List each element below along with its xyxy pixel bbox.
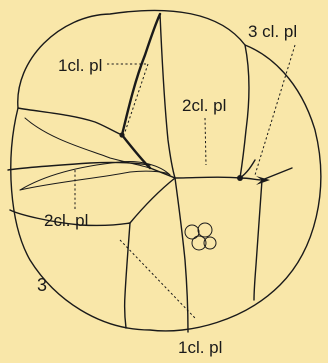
lens-lower bbox=[20, 171, 170, 190]
lower-center-vertical bbox=[175, 178, 188, 332]
right-vertical bbox=[254, 180, 262, 300]
leader-top-left-2 bbox=[125, 64, 148, 132]
central-division bbox=[122, 14, 160, 135]
center-vertical-top bbox=[160, 14, 175, 178]
junction-node bbox=[119, 132, 124, 137]
label-left-middle: 2cl. pl bbox=[44, 211, 88, 230]
junction-node bbox=[237, 175, 243, 181]
lower-left-vertical bbox=[125, 223, 130, 328]
label-top-left: 1cl. pl bbox=[58, 56, 102, 75]
lower-cross bbox=[130, 178, 175, 223]
right-spur bbox=[262, 168, 292, 180]
left-cell-top bbox=[25, 118, 150, 168]
label-right-middle: 2cl. pl bbox=[182, 96, 226, 115]
nucleus bbox=[185, 223, 216, 250]
right-horizontal bbox=[175, 177, 262, 180]
figure-number: 3 bbox=[37, 275, 47, 295]
upper-left-cell bbox=[18, 108, 122, 135]
leader-right-middle bbox=[205, 118, 206, 165]
label-bottom: 1cl. pl bbox=[178, 338, 222, 357]
upper-right-divider bbox=[240, 45, 249, 178]
label-top-right: 3 cl. pl bbox=[248, 22, 297, 41]
left-horizontal bbox=[8, 162, 150, 170]
